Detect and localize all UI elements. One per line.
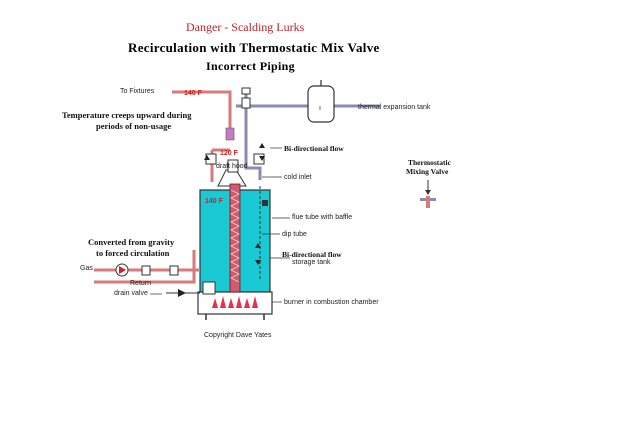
tank-temp-label: 140 F <box>205 198 223 205</box>
thermal-expansion-label: thermal expansion tank <box>358 104 431 111</box>
diagram-title: Recirculation with Thermostatic Mix Valv… <box>128 40 380 55</box>
dip-tube-label: dip tube <box>282 231 307 238</box>
converted-note-line1: Converted from gravity <box>88 237 175 247</box>
converted-note-line2: to forced circulation <box>96 248 170 258</box>
mixing-valve-label-line1: Thermostatic <box>408 158 451 167</box>
hot-temp-label: 140 F <box>184 90 202 97</box>
mixing-valve-symbol <box>420 180 436 208</box>
draft-hood-label: draft hood <box>216 163 248 170</box>
tee-fitting <box>225 127 235 141</box>
burner-label: burner in combustion chamber <box>284 299 379 306</box>
return-label: Return <box>130 280 152 287</box>
gas-control-valve <box>202 281 216 295</box>
gas-label: Gas <box>80 265 93 272</box>
circulator-pump <box>115 263 179 277</box>
drain-valve-label: drain valve <box>114 290 148 297</box>
leader-lines <box>150 106 321 303</box>
valve-cluster <box>205 87 265 165</box>
cold-inlet-label: cold inlet <box>284 174 312 181</box>
thermal-expansion-tank <box>307 80 335 123</box>
bidirectional-flow-label-top: Bi-directional flow <box>284 144 344 153</box>
creep-note-line1: Temperature creeps upward during <box>62 110 192 120</box>
storage-tank-label: storage tank <box>292 259 331 266</box>
creep-note-line2: periods of non-usage <box>96 121 172 131</box>
mixed-temp-label: 120 F <box>220 150 238 157</box>
burner-flames <box>212 296 258 308</box>
drain-valve <box>166 289 200 297</box>
flue-tube-label: flue tube with baffle <box>292 214 353 221</box>
bidirectional-flow-label-bottom: Bi-directional flow <box>282 250 342 259</box>
danger-warning: Danger - Scalding Lurks <box>186 20 305 34</box>
copyright-label: Copyright Dave Yates <box>204 332 272 339</box>
draft-hood <box>217 159 247 187</box>
flue-tube <box>229 183 241 293</box>
diagram-subtitle: Incorrect Piping <box>206 59 295 73</box>
mixing-valve-label-line2: Mixing Valve <box>406 167 449 176</box>
to-fixtures-label: To Fixtures <box>120 88 155 95</box>
flow-arrows <box>204 143 265 265</box>
